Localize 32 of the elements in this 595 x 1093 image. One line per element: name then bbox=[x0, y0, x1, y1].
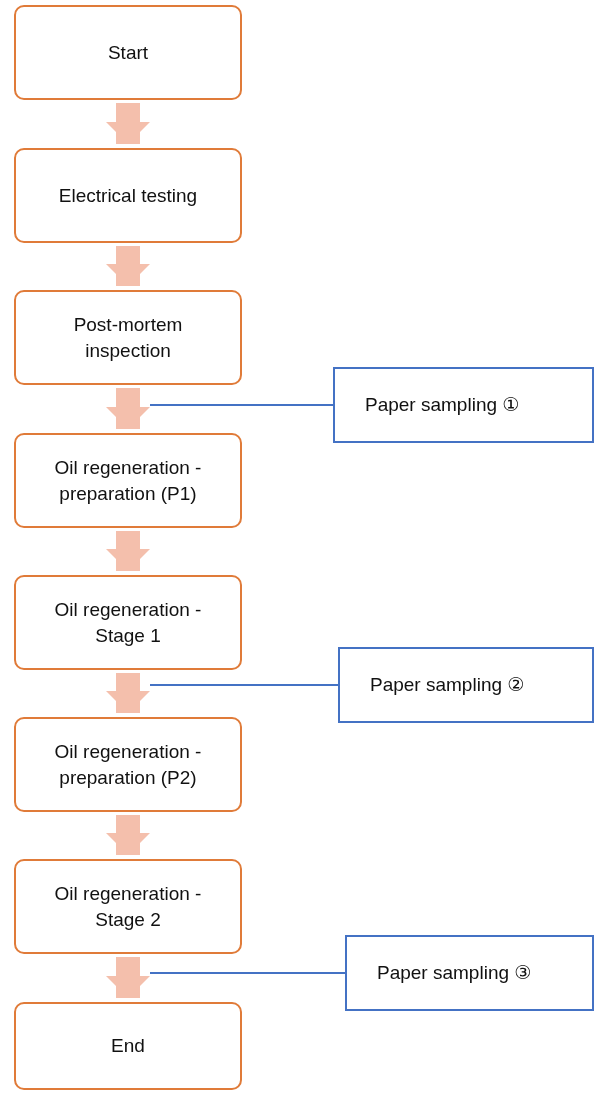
process-box bbox=[14, 717, 242, 812]
node-label: Paper sampling ① bbox=[365, 393, 520, 418]
process-box bbox=[14, 5, 242, 100]
node-label: Oil regeneration - preparation (P2) bbox=[53, 739, 203, 790]
process-box bbox=[14, 859, 242, 954]
node-label: Oil regeneration - Stage 2 bbox=[53, 881, 203, 932]
callout-box bbox=[338, 647, 594, 723]
node-label: Paper sampling ③ bbox=[377, 961, 532, 986]
node-label: End bbox=[111, 1034, 145, 1059]
process-box bbox=[14, 433, 242, 528]
node-label: Electrical testing bbox=[58, 183, 198, 208]
node-label: Oil regeneration - preparation (P1) bbox=[53, 455, 203, 506]
block-arrow bbox=[106, 388, 150, 429]
process-box bbox=[14, 1002, 242, 1090]
block-arrow bbox=[106, 103, 150, 144]
block-arrow bbox=[106, 673, 150, 713]
leader-line bbox=[149, 972, 346, 974]
block-arrow bbox=[106, 531, 150, 571]
block-arrow bbox=[106, 957, 150, 998]
process-box bbox=[14, 575, 242, 670]
leader-line bbox=[149, 404, 334, 406]
node-label: Start bbox=[107, 40, 149, 65]
node-label: Paper sampling ② bbox=[370, 673, 525, 698]
node-label: Oil regeneration - Stage 1 bbox=[53, 597, 203, 648]
block-arrow bbox=[106, 246, 150, 286]
callout-box bbox=[333, 367, 594, 443]
node-label: Post-mortem inspection bbox=[72, 312, 184, 363]
leader-line bbox=[149, 684, 339, 686]
process-box bbox=[14, 290, 242, 385]
block-arrow bbox=[106, 815, 150, 855]
callout-box bbox=[345, 935, 594, 1011]
process-box bbox=[14, 148, 242, 243]
